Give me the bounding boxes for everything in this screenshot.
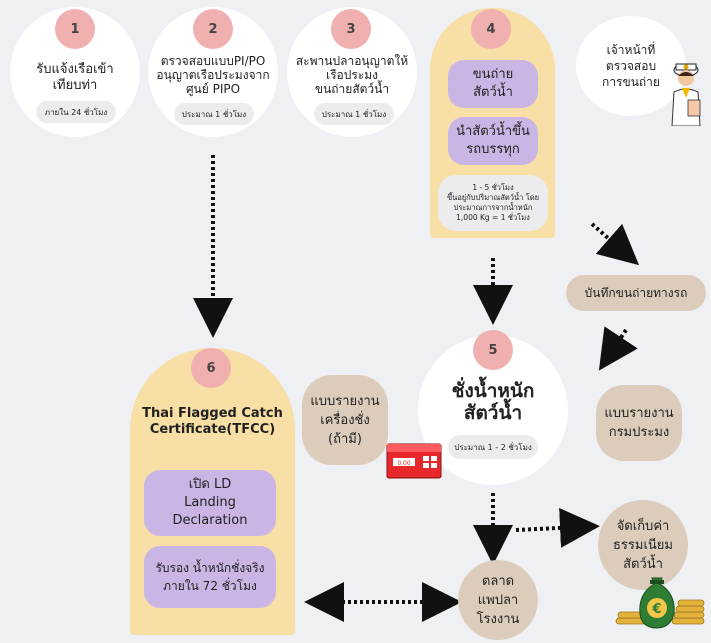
step-6-ld-box: เปิด LD Landing Declaration [144, 470, 276, 536]
inspector-circle [576, 16, 686, 116]
step-4-unload-box: ขนถ่าย สัตว์น้ำ [448, 60, 538, 108]
fees-box: จัดเก็บค่า ธรรมเนียม สัตว์น้ำ [598, 500, 688, 590]
step-4-badge: 4 [471, 9, 511, 49]
arrow-inspector-to-record [590, 222, 640, 266]
truck-record-box: บันทึกขนถ่ายทางรถ [566, 275, 706, 311]
step-1-badge: 1 [55, 9, 95, 49]
step-3-time: ประมาณ 1 ชั่วโมง [314, 103, 394, 125]
step-4-note: 1 - 5 ชั่วโมง ขึ้นอยู่กับปริมาณสัตว์น้ำ … [438, 175, 548, 231]
step-5-time: ประมาณ 1 - 2 ชั่วโมง [448, 435, 538, 459]
step-3-title: สะพานปลาอนุญาตให้ เรือประมง ขนถ่ายสัตว์น… [295, 54, 409, 96]
step-2-title: ตรวจสอบแบบPI/PO อนุญาตเรือประมงจาก ศูนย์… [156, 54, 270, 96]
step-6-weight-box: รับรอง น้ำหนักชั่งจริง ภายใน 72 ชั่วโมง [144, 546, 276, 608]
scale-report-box: แบบรายงาน เครื่องชั่ง (ถ้ามี) [302, 375, 388, 465]
inspector-person-icon [671, 63, 701, 126]
step-6-title: Thai Flagged Catch Certificate(TFCC) [142, 406, 283, 437]
euro-symbol-icon: € [651, 602, 661, 617]
step-3-badge: 3 [331, 9, 371, 49]
step-5-badge: 5 [473, 330, 513, 370]
market-box: ตลาด แพปลา โรงงาน [458, 560, 538, 640]
arrow-5-to-fees [515, 507, 600, 548]
step-6-badge: 6 [191, 348, 231, 388]
step-4-truck-box: นำสัตว์น้ำขึ้น รถบรรทุก [448, 117, 538, 165]
step-2-time: ประมาณ 1 ชั่วโมง [174, 103, 254, 125]
step-1-title: รับแจ้งเรือเข้า เทียบท่า [36, 62, 114, 93]
step-2-badge: 2 [193, 9, 233, 49]
inspector-label: เจ้าหน้าที่ ตรวจสอบ การขนถ่าย [602, 43, 660, 89]
money-bag-icon: € [615, 577, 705, 629]
arrow-record-to-report [598, 326, 638, 371]
step-1-time: ภายใน 24 ชั่วโมง [36, 101, 116, 123]
fisheries-report-box: แบบรายงาน กรมประมง [596, 385, 682, 461]
weighing-scale-icon: 0.00 [386, 443, 442, 479]
step-5-title: ชั่งน้ำหนัก สัตว์น้ำ [451, 380, 535, 424]
scale-readout: 0.00 [397, 460, 411, 467]
